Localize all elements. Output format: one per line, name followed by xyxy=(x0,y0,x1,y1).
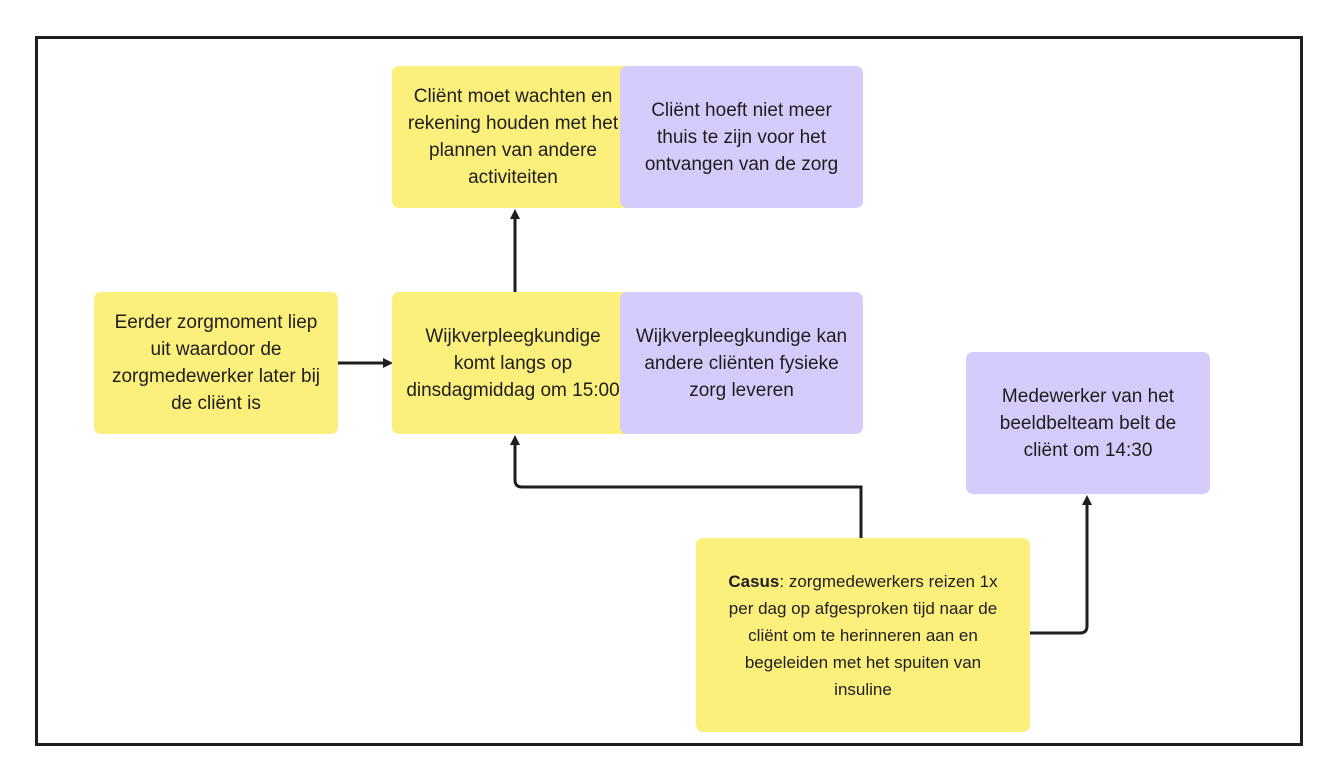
note-nurse-other-clients-text: Wijkverpleegkundige kan andere cliënten … xyxy=(635,325,848,401)
note-client-no-need-home: Cliënt hoeft niet meer thuis te zijn voo… xyxy=(620,66,863,208)
note-nurse-visits-text: Wijkverpleegkundige komt langs op dinsda… xyxy=(406,325,620,401)
note-video-team-calls: Medewerker van het beeldbelteam belt de … xyxy=(966,352,1210,494)
diagram-frame xyxy=(35,36,1303,746)
note-client-waits: Cliënt moet wachten en rekening houden m… xyxy=(392,66,634,208)
note-casus: Casus: zorgmedewerkers reizen 1x per dag… xyxy=(696,538,1030,732)
note-earlier-moment: Eerder zorgmoment liep uit waardoor de z… xyxy=(94,292,338,434)
note-nurse-other-clients: Wijkverpleegkundige kan andere cliënten … xyxy=(620,292,863,434)
note-client-no-need-home-text: Cliënt hoeft niet meer thuis te zijn voo… xyxy=(644,99,839,175)
note-video-team-calls-text: Medewerker van het beeldbelteam belt de … xyxy=(999,385,1177,461)
note-earlier-moment-text: Eerder zorgmoment liep uit waardoor de z… xyxy=(111,312,321,414)
note-client-waits-text: Cliënt moet wachten en rekening houden m… xyxy=(407,86,619,188)
note-casus-text: Casus: zorgmedewerkers reizen 1x per dag… xyxy=(720,568,1006,703)
casus-label: Casus xyxy=(728,571,780,591)
casus-description: : zorgmedewerkers reizen 1x per dag op a… xyxy=(728,571,998,699)
note-nurse-visits: Wijkverpleegkundige komt langs op dinsda… xyxy=(392,292,634,434)
